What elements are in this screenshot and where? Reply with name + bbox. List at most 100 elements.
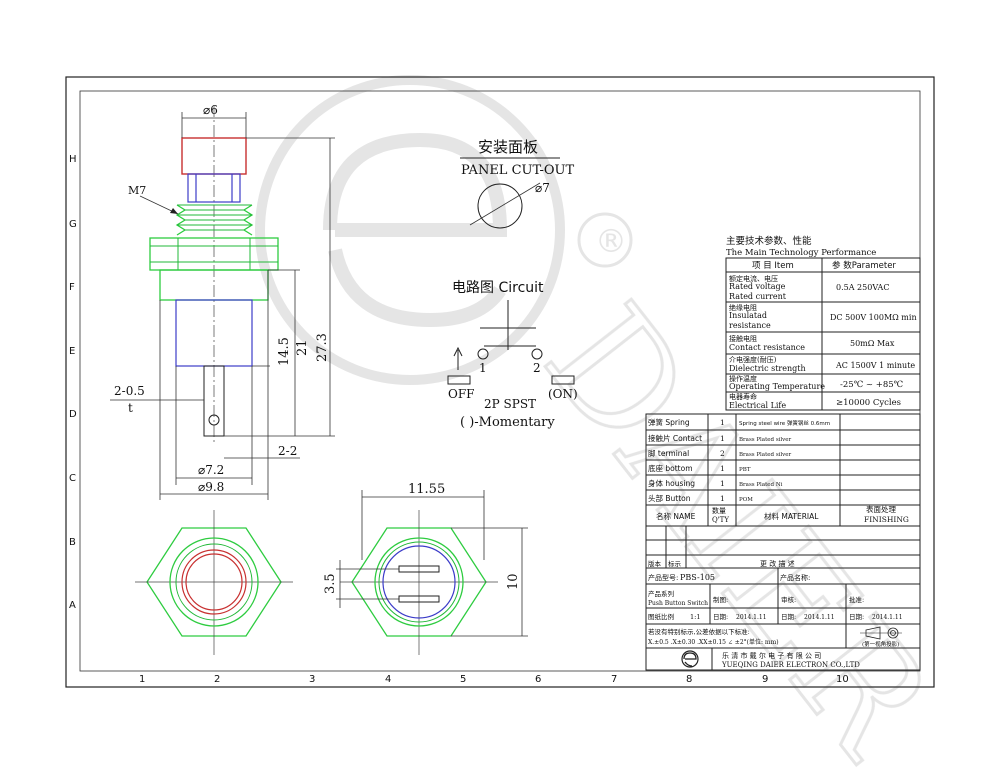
tb-review: 审核: — [781, 595, 796, 604]
panel-cutout-title-cn: 安装面板 — [478, 138, 538, 156]
dim-phi7-2: ⌀7.2 — [198, 463, 224, 477]
spec-row-en: Insulatad — [729, 311, 767, 320]
projection-symbol-icon — [860, 626, 902, 640]
dim-m7: M7 — [128, 184, 146, 197]
tb-scale: 1:1 — [690, 613, 700, 621]
spec-row-cn: 介电强度(耐压) — [729, 355, 777, 364]
spec-row-cn: 电器寿命 — [729, 392, 757, 401]
tb-tol-title: 若没有特别标示,公差依据以下标准: — [648, 627, 750, 636]
dim-11-55: 11.55 — [408, 482, 445, 497]
bom-name: 头部 Button — [648, 493, 691, 503]
row-label: F — [69, 282, 75, 293]
front-cap-outer — [181, 549, 247, 615]
tb-proj: (第一视角投影) — [862, 640, 899, 648]
dim-27-3: 27.3 — [315, 333, 330, 362]
circuit-off-label: OFF — [448, 387, 475, 401]
circuit-on-label: (ON) — [548, 387, 578, 401]
col-label: 8 — [686, 674, 692, 685]
circuit-pin-1 — [477, 348, 489, 360]
dim-10: 10 — [506, 573, 521, 590]
tb-ver: 版本 — [648, 559, 662, 568]
col-label: 5 — [460, 674, 466, 685]
front-body-circle — [175, 543, 253, 621]
dim-21: 21 — [295, 339, 310, 356]
col-label: 6 — [535, 674, 541, 685]
row-labels: H G F E D C B A — [69, 154, 77, 611]
panel-cutout-circle — [477, 183, 523, 229]
col-label: 9 — [762, 674, 768, 685]
spec-header-param: 参 数Parameter — [832, 260, 896, 271]
button-stem — [187, 173, 241, 203]
side-view: M7 ⌀6 14.5 21 27.3 2-0.5 t 2-2 ⌀7.2 — [110, 103, 335, 500]
circuit-type: 2P SPST — [484, 397, 536, 411]
circuit-pin-2 — [531, 348, 543, 360]
col-label: 2 — [214, 674, 220, 685]
bom-qty: 1 — [720, 479, 725, 488]
circuit-pin2-label: 2 — [533, 361, 541, 375]
spec-row-en: Dielectric strength — [729, 364, 806, 373]
circuit-pin1-label: 1 — [479, 361, 487, 375]
tb-part-name-label: 产品名称: — [780, 573, 810, 582]
on-button-icon — [551, 375, 575, 385]
row-label: H — [69, 154, 77, 165]
panel-cutout: 安装面板 PANEL CUT-OUT ⌀7 — [460, 138, 574, 229]
tb-series: Push Button Switch — [648, 600, 708, 607]
spec-row-value: AC 1500V 1 minute — [835, 361, 915, 370]
bottom-view: 11.55 10 3.5 — [323, 482, 528, 655]
spec-title-cn: 主要技术参数、性能 — [726, 235, 812, 247]
tb-change: 更 改 描 述 — [760, 559, 795, 568]
bom-qty: 1 — [720, 494, 725, 503]
watermark-logo-e — [323, 132, 508, 328]
bom-name: 身体 housing — [648, 478, 695, 488]
tb-part-no-label: 产品型号: — [648, 573, 678, 582]
bottom-flange-circle — [374, 537, 464, 627]
tb-company-cn: 乐 清 市 戴 尔 电 子 有 限 公 司 — [722, 651, 821, 660]
tb-date1-label: 日期: — [713, 613, 728, 621]
bom-mat: Brass Plated Ni — [739, 482, 783, 488]
bom-name: 接触片 Contact — [648, 433, 702, 443]
watermark-registered-symbol: ® — [595, 222, 627, 260]
bom-name: 弹簧 Spring — [648, 417, 690, 427]
title-block: 版本 标示 更 改 描 述 产品型号: PBS-105 产品名称: 产品系列 P… — [645, 525, 921, 671]
dim-14-5: 14.5 — [277, 337, 292, 366]
bom-name: 底座 bottom — [648, 463, 693, 473]
spec-row-value: -25℃ ~ +85℃ — [840, 380, 903, 390]
row-label: E — [69, 346, 75, 357]
company-logo — [681, 650, 699, 668]
spec-row-cn: 绝缘电阻 — [729, 303, 757, 312]
tb-date1: 2014.1.11 — [736, 614, 767, 621]
spec-row-value: DC 500V 100MΩ min — [830, 313, 917, 322]
spec-row-en: resistance — [729, 321, 771, 330]
dim-3-5: 3.5 — [323, 573, 338, 594]
spec-row-en: Operating Temperature — [729, 382, 825, 391]
tb-date3-label: 日期: — [849, 613, 864, 621]
bom-name: 脚 terminal — [648, 448, 689, 458]
dim-t: t — [128, 401, 133, 415]
col-label: 3 — [309, 674, 315, 685]
bottom-body-circle — [378, 541, 460, 623]
terminal-hole — [208, 414, 220, 426]
panel-cutout-leader — [469, 182, 541, 226]
watermark-registered-ring — [577, 212, 633, 268]
circuit-diagram: 电路图 Circuit 1 2 OFF (ON) 2P SPST ( )-Mom… — [447, 280, 578, 430]
tb-approve: 批准: — [849, 595, 864, 604]
front-cap-inner — [185, 553, 243, 611]
spec-row-en: Rated current — [729, 292, 787, 301]
dim-phi9-8: ⌀9.8 — [198, 480, 224, 494]
tb-mark: 标示 — [668, 559, 682, 568]
tb-part-no: PBS-105 — [680, 573, 715, 582]
tb-date3: 2014.1.11 — [872, 614, 903, 621]
col-label: 1 — [139, 674, 145, 685]
spec-row-en: Electrical Life — [729, 401, 786, 410]
spec-table-frame — [725, 257, 921, 411]
outer-frame — [65, 76, 935, 688]
off-button-icon — [447, 375, 471, 385]
title-block-frame — [645, 525, 921, 671]
tb-series-label: 产品系列 — [648, 589, 674, 598]
col-label: 7 — [611, 674, 617, 685]
tb-company-en: YUEQING DAIER ELECTRON CO.,LTD — [721, 661, 860, 669]
tb-date2: 2014.1.11 — [804, 614, 835, 621]
bom-header-qty1: 数量 — [712, 506, 726, 515]
dim-2-2: 2-2 — [278, 444, 297, 458]
